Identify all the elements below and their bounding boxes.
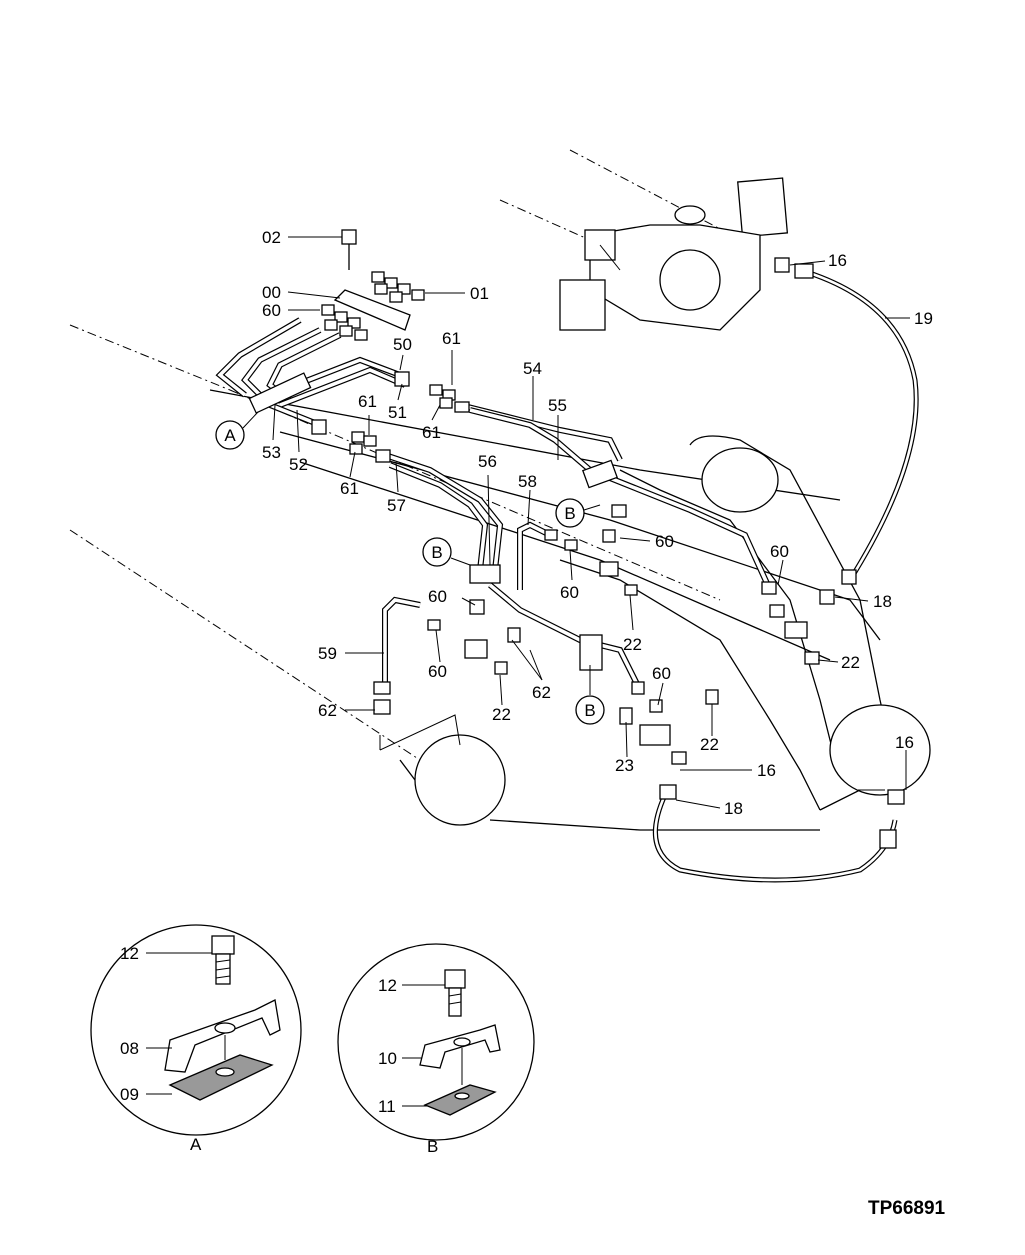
leader-lines	[272, 236, 910, 809]
part-label-23: 23	[615, 756, 634, 775]
part-label-53: 53	[262, 443, 281, 462]
drawing-reference-number: TP66891	[868, 1198, 946, 1219]
callout-a-upper: A	[215, 411, 259, 450]
part-label-22: 22	[623, 635, 642, 654]
part-label-60: 60	[428, 587, 447, 606]
callout-a-label: A	[224, 426, 236, 445]
part-label-16: 16	[828, 251, 847, 270]
callout-b-label: B	[431, 543, 442, 562]
part-label-61: 61	[358, 392, 377, 411]
part-label-19: 19	[914, 309, 933, 328]
detail-a-part-09: 09	[120, 1085, 139, 1104]
part-label-61: 61	[422, 423, 441, 442]
part-label-61: 61	[442, 329, 461, 348]
detail-b-part-11: 11	[378, 1097, 396, 1116]
part-label-22: 22	[841, 653, 860, 672]
detail-a-caption: A	[190, 1135, 202, 1154]
part-label-51: 51	[388, 403, 407, 422]
callout-b-label: B	[564, 504, 575, 523]
part-label-50: 50	[393, 335, 412, 354]
detail-b-part-12: 12	[378, 976, 397, 995]
callout-b-middle: B	[422, 537, 471, 567]
part-label-60: 60	[428, 662, 447, 681]
part-label-60: 60	[560, 583, 579, 602]
cylinder-block	[559, 177, 789, 331]
detail-view-a: 12 08 09 A	[90, 924, 302, 1154]
part-label-62: 62	[532, 683, 551, 702]
part-label-54: 54	[523, 359, 542, 378]
part-label-61: 61	[340, 479, 359, 498]
detail-a-part-08: 08	[120, 1039, 139, 1058]
fittings	[311, 229, 905, 849]
part-label-60: 60	[770, 542, 789, 561]
detail-b-part-10: 10	[378, 1049, 397, 1068]
part-label-16: 16	[757, 761, 776, 780]
part-label-02: 02	[262, 228, 281, 247]
boom-structure	[69, 149, 931, 831]
part-label-62: 62	[318, 701, 337, 720]
part-label-16: 16	[895, 733, 914, 752]
detail-view-b: 12 10 11 B	[337, 943, 535, 1156]
detail-b-caption: B	[427, 1137, 438, 1156]
hydraulic-pipes	[215, 267, 919, 883]
part-label-00: 00	[262, 283, 281, 302]
part-label-60: 60	[262, 301, 281, 320]
part-label-01: 01	[470, 284, 489, 303]
callout-b-label: B	[584, 701, 595, 720]
detail-a-part-12: 12	[120, 944, 139, 963]
part-label-55: 55	[548, 396, 567, 415]
callout-b-lower: B	[575, 695, 605, 725]
part-label-22: 22	[700, 735, 719, 754]
part-label-18: 18	[724, 799, 743, 818]
part-label-57: 57	[387, 496, 406, 515]
part-label-52: 52	[289, 455, 308, 474]
part-label-15: 18	[873, 592, 892, 611]
part-label-58: 58	[518, 472, 537, 491]
part-label-56: 56	[478, 452, 497, 471]
part-label-60: 60	[655, 532, 674, 551]
part-label-22: 22	[492, 705, 511, 724]
part-labels: 02 00 01 60 50 61 54 55 16 19 51 61 61 5…	[262, 228, 933, 818]
part-label-59: 59	[318, 644, 337, 663]
callout-b-upper: B	[555, 498, 601, 528]
part-label-60: 60	[652, 664, 671, 683]
